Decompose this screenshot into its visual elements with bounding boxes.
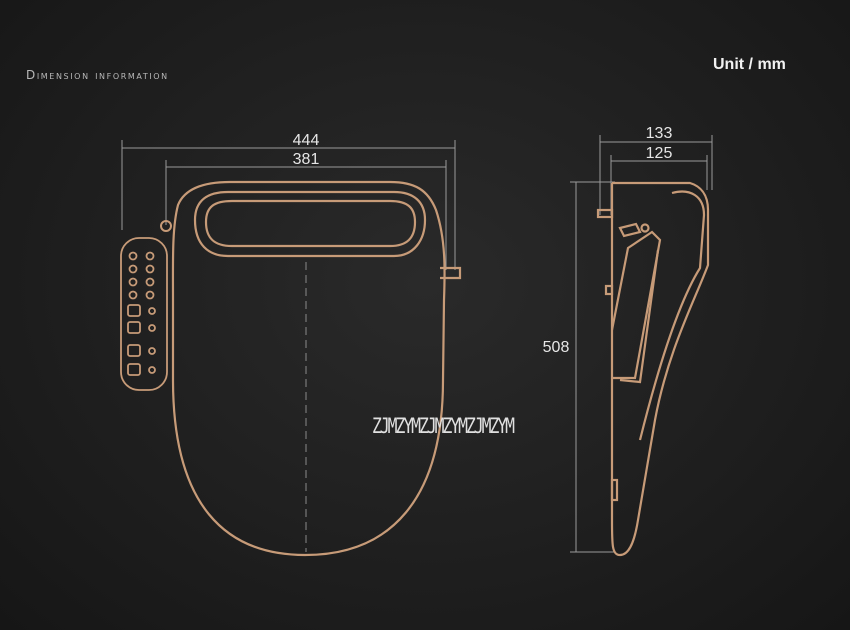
unit-label: Unit / mm <box>713 56 786 73</box>
hinge-knob-icon <box>160 220 172 232</box>
seat-width-label: 381 <box>293 151 320 168</box>
diagram-title: Dimension information <box>26 68 169 82</box>
seat-side-view <box>596 181 710 557</box>
side-depth-inner-label: 125 <box>646 145 673 162</box>
overall-width-label: 444 <box>293 132 320 149</box>
side-depth-outer-label: 133 <box>646 125 673 142</box>
width-dimension-lines <box>121 140 456 270</box>
side-control-panel <box>120 237 168 391</box>
watermark-text: ZJMZYMZJMZYMZJMZYM <box>372 414 515 438</box>
seat-front-view <box>171 180 462 557</box>
length-label: 508 <box>543 339 570 356</box>
